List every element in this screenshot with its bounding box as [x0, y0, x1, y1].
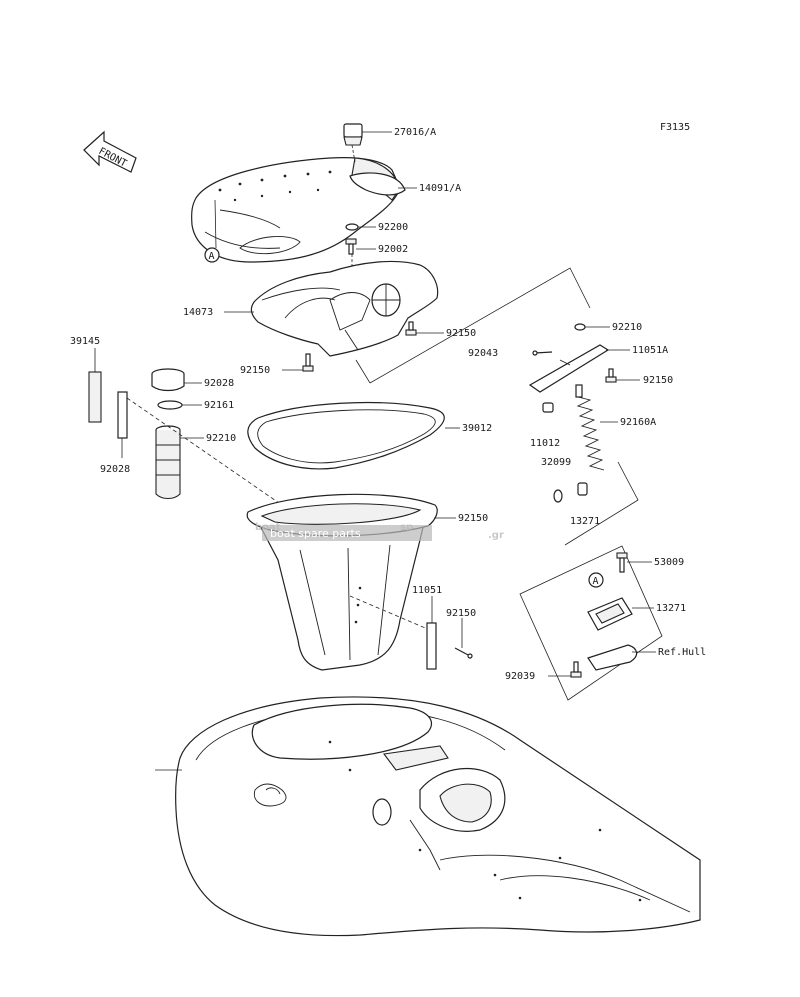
marker-a-latch: A: [588, 572, 604, 588]
label-92210-top: 92210: [612, 322, 642, 333]
label-13271-right: 11051: [412, 585, 442, 596]
oring-92160: 92161: [157, 400, 234, 411]
label-92160a: 39145: [70, 336, 100, 347]
bracket-11051a: 11051A: [528, 344, 668, 393]
label-27016a: 27016/A: [394, 127, 436, 138]
label-92210-bottom: 32099: [541, 457, 571, 468]
spring-92161: 92160A: [575, 384, 656, 471]
strip-13271-left: 92028: [100, 391, 130, 475]
marker-a-latch-text: A: [593, 576, 599, 587]
label-13271-left: 92028: [100, 464, 130, 475]
figure-code: F3135: [660, 122, 690, 133]
bolt-92150-seatbase: 92150: [405, 321, 476, 339]
washer-92210-bottom: 32099: [541, 457, 571, 503]
watermark-suffix: .gr: [488, 530, 504, 541]
label-92002: 92002: [378, 244, 408, 255]
bracket-11051: Ref.Hull: [587, 644, 706, 671]
label-92161: 92160A: [620, 417, 656, 428]
label-39012: 92150: [458, 513, 488, 524]
cap-11012: 92028: [151, 368, 234, 392]
label-92039: 92150: [446, 608, 476, 619]
washer-92200: 92200: [345, 222, 408, 233]
bolt-92002: 92002: [345, 238, 408, 255]
marker-a-seat-text: A: [209, 251, 215, 262]
bushing-92028-top: 11012: [530, 402, 560, 449]
bushing-92028-bottom: 13271: [570, 482, 600, 527]
label-11051: Ref.Hull: [658, 647, 706, 658]
label-92150-bracket: 92150: [643, 375, 673, 386]
bracket-latch-group: [355, 267, 591, 384]
label-92150-seatbase: 92150: [446, 328, 476, 339]
front-arrow-icon: FRONT: [83, 130, 137, 173]
label-39145: 39012: [462, 423, 492, 434]
bolt-92150-seatbase-left: 92150: [240, 353, 314, 376]
latch-53009: 13271: [587, 597, 686, 631]
bolt-92150-latch-top: 53009: [616, 552, 684, 573]
knob-27016a: 27016/A: [343, 123, 436, 163]
label-92028-top: 11012: [530, 438, 560, 449]
seat-base-14073: [250, 260, 439, 357]
watermark: boat sp .gr boat spare parts: [255, 522, 504, 541]
watermark-tagline: boat spare parts: [270, 527, 361, 540]
label-92150-latch-top: 53009: [654, 557, 684, 568]
strip-13271-right: 11051: [412, 585, 442, 670]
label-92150-seatbase-left: 92150: [240, 365, 270, 376]
marker-a-seat: A: [204, 199, 220, 263]
bolt-92150-latch-bottom: 92039: [505, 661, 582, 682]
storage-bin-39012: 92150: [246, 493, 488, 671]
label-11051a: 11051A: [632, 345, 668, 356]
pin-92039: 92150: [446, 608, 476, 659]
hull-reference: [155, 696, 701, 937]
label-32099: 92210: [206, 433, 236, 444]
bolt-92150-bracket: 92150: [605, 368, 673, 386]
label-11012: 92028: [204, 378, 234, 389]
tube-32099: 92210: [155, 425, 236, 500]
pin-92043: 92043: [468, 348, 553, 359]
washer-92210-top: 92210: [574, 322, 642, 333]
label-53009: 13271: [656, 603, 686, 614]
label-14091a: 14091/A: [419, 183, 461, 194]
label-14073: 14073: [183, 307, 213, 318]
seat-cover-14091a: [191, 157, 406, 263]
label-92043: 92043: [468, 348, 498, 359]
strip-92160a: [88, 371, 102, 423]
label-92160: 92161: [204, 400, 234, 411]
label-92028-bottom: 13271: [570, 516, 600, 527]
label-92200: 92200: [378, 222, 408, 233]
label-92150-latch-bottom: 92039: [505, 671, 535, 682]
gasket-39145: 39012: [247, 401, 492, 470]
